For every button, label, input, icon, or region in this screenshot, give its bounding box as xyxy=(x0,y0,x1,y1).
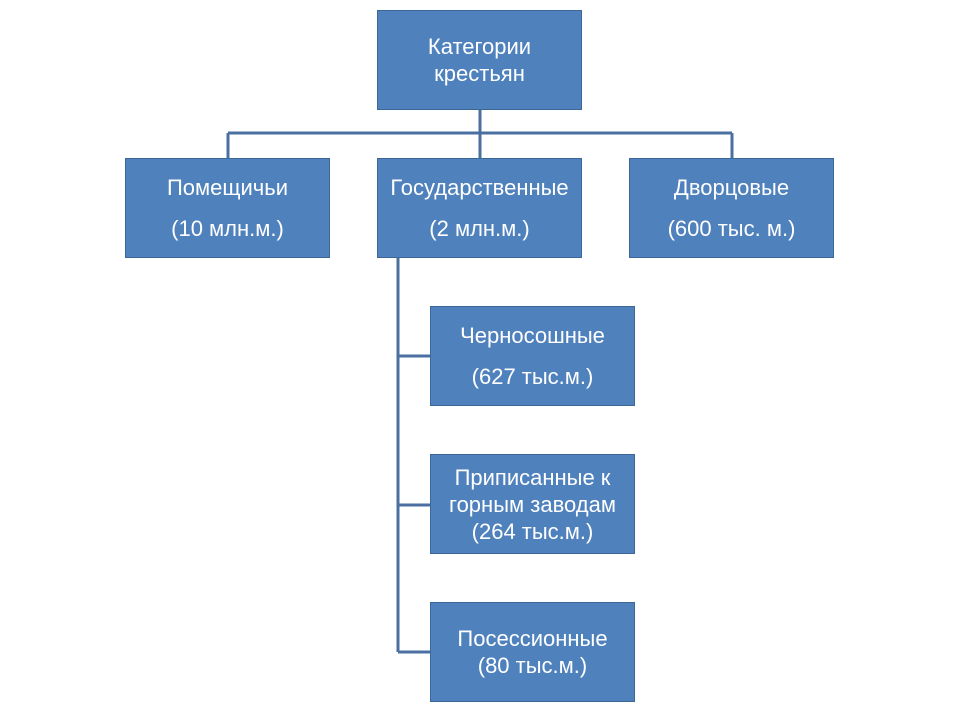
node-pripisannye-line-1: Приписанные к xyxy=(454,464,611,490)
node-dvortsovye-count: (600 тыс. м.) xyxy=(667,216,796,241)
node-gosudarstvennye: Государственные (2 млн.м.) xyxy=(377,158,582,258)
node-posessionnye-name: Посессионные xyxy=(457,626,608,651)
node-dvortsovye: Дворцовые (600 тыс. м.) xyxy=(629,158,834,258)
node-pomeshchichi-count: (10 млн.м.) xyxy=(171,216,284,241)
node-peasant-categories: Категории крестьян xyxy=(377,10,582,110)
node-pomeshchichi-name: Помещичьи xyxy=(166,175,288,200)
node-posessionnye: Посессионные (80 тыс.м.) xyxy=(430,602,635,702)
node-chernososhnye-count: (627 тыс.м.) xyxy=(471,364,594,389)
node-pripisannye-count: (264 тыс.м.) xyxy=(471,518,594,544)
node-gosudarstvennye-name: Государственные xyxy=(390,175,569,200)
node-pripisannye-line-2: горным заводам xyxy=(449,491,616,517)
node-gosudarstvennye-count: (2 млн.м.) xyxy=(429,216,530,241)
node-pomeshchichi: Помещичьи (10 млн.м.) xyxy=(125,158,330,258)
node-root-line-1: Категории xyxy=(427,34,532,59)
node-posessionnye-count: (80 тыс.м.) xyxy=(477,653,588,678)
node-chernososhnye: Черносошные (627 тыс.м.) xyxy=(430,306,635,406)
node-dvortsovye-name: Дворцовые xyxy=(673,175,790,200)
node-pripisannye: Приписанные к горным заводам (264 тыс.м.… xyxy=(430,454,635,554)
node-root-line-2: крестьян xyxy=(434,61,525,86)
node-chernososhnye-name: Черносошные xyxy=(460,323,605,348)
